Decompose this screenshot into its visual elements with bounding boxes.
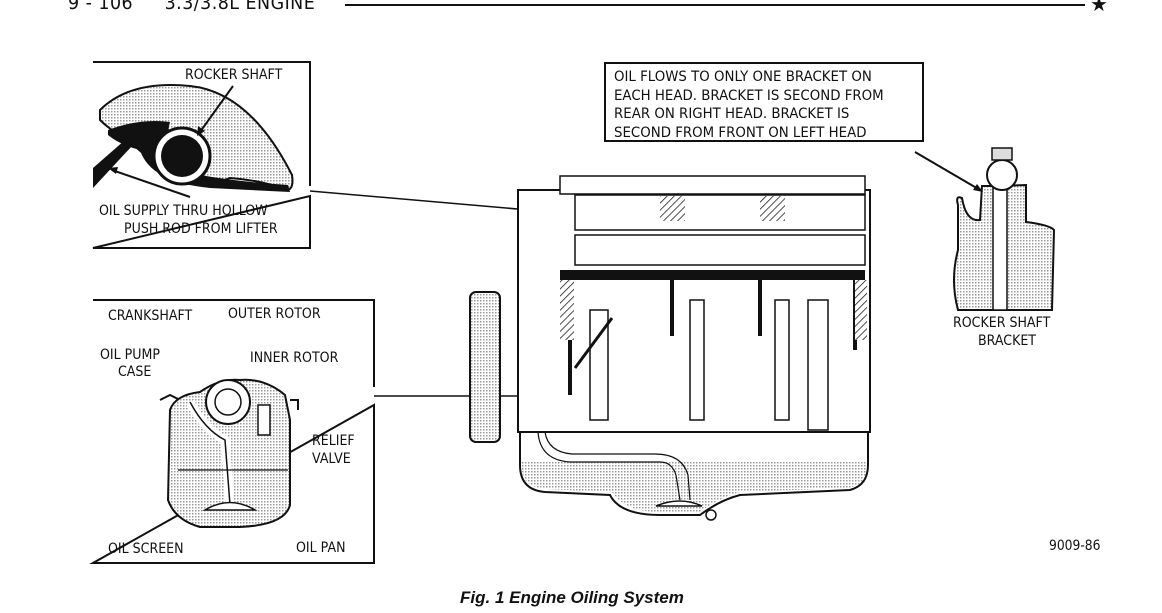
oil-flow-note: OIL FLOWS TO ONLY ONE BRACKET ON EACH HE…: [604, 62, 924, 142]
note-line: EACH HEAD. BRACKET IS SECOND FROM: [614, 87, 884, 104]
engine-cutaway: [469, 175, 871, 521]
label-outer-rotor: OUTER ROTOR: [228, 306, 321, 322]
page-header: 9 - 106 3.3/3.8L ENGINE: [68, 0, 315, 14]
label-oil-pump-case-line2: CASE: [118, 364, 152, 380]
figure-id: 9009-86: [1049, 538, 1101, 554]
label-oil-screen: OIL SCREEN: [108, 541, 184, 557]
note-line: REAR ON RIGHT HEAD. BRACKET IS: [614, 106, 850, 122]
oil-pump-detail-box: [89, 299, 520, 564]
star-icon: ★: [1090, 0, 1108, 16]
label-relief-valve-line2: VALVE: [312, 451, 351, 467]
label-rocker-shaft: ROCKER SHAFT: [185, 67, 283, 83]
rocker-detail-box: [92, 61, 576, 249]
note-line: OIL FLOWS TO ONLY ONE BRACKET ON: [614, 69, 872, 85]
label-relief-valve-line1: RELIEF: [312, 433, 355, 449]
label-rocker-shaft-bracket-line2: BRACKET: [978, 333, 1037, 349]
label-crankshaft: CRANKSHAFT: [108, 308, 193, 324]
section-title: 3.3/3.8L ENGINE: [164, 0, 316, 14]
label-oil-supply-line1: OIL SUPPLY THRU HOLLOW: [99, 203, 268, 219]
label-oil-pan: OIL PAN: [296, 540, 346, 556]
figure-caption: Fig. 1 Engine Oiling System: [460, 588, 684, 607]
note-line: SECOND FROM FRONT ON LEFT HEAD: [614, 124, 867, 141]
header-rule: [345, 4, 1085, 6]
page-number: 9 - 106: [68, 0, 134, 14]
rocker-bracket-detail: [914, 147, 1056, 311]
label-oil-supply-line2: PUSH ROD FROM LIFTER: [124, 221, 278, 237]
label-inner-rotor: INNER ROTOR: [250, 350, 339, 366]
label-oil-pump-case-line1: OIL PUMP: [100, 347, 160, 363]
label-rocker-shaft-bracket-line1: ROCKER SHAFT: [953, 315, 1051, 331]
